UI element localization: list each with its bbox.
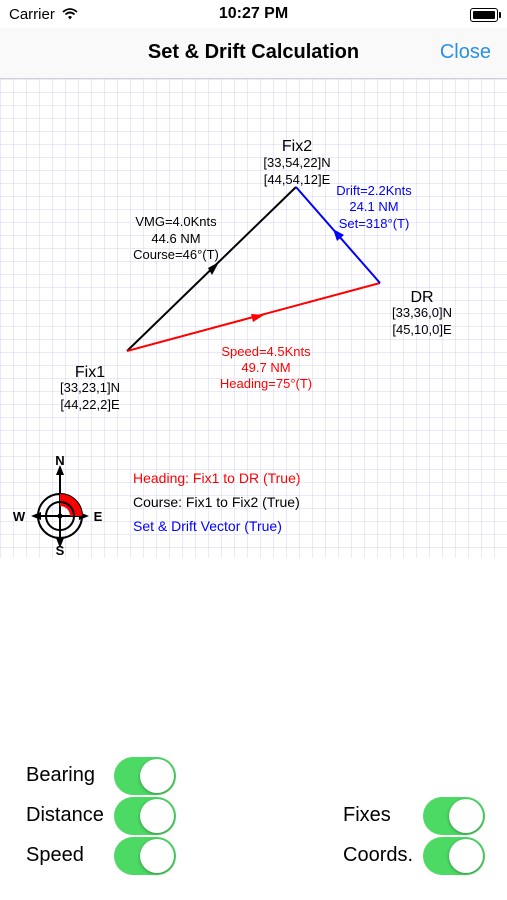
distance-label: Distance (26, 804, 104, 826)
fix2-lon: [44,54,12]E (264, 172, 331, 187)
course-vmg-label: VMG=4.0Knts (135, 214, 217, 229)
close-button[interactable]: Close (439, 41, 491, 63)
heading-speed-label: Speed=4.5Knts (221, 344, 311, 359)
course-vector-arrowhead (208, 262, 219, 275)
carrier-label: Carrier (9, 6, 55, 23)
legend-course: Course: Fix1 to Fix2 (True) (133, 494, 300, 510)
drift-distance-label: 24.1 NM (349, 199, 398, 214)
compass-west-label: W (13, 509, 26, 524)
distance-toggle-row: Distance (0, 797, 250, 837)
fix2-lat: [33,54,22]N (263, 155, 330, 170)
dr-lon: [45,10,0]E (392, 322, 452, 337)
coords-switch[interactable] (423, 837, 485, 875)
course-distance-label: 44.6 NM (151, 231, 200, 246)
compass-east-label: E (94, 509, 103, 524)
drift-speed-label: Drift=2.2Knts (336, 183, 412, 198)
compass-rose-icon (31, 465, 89, 548)
dr-lat: [33,36,0]N (392, 305, 452, 320)
bearing-toggle-row: Bearing (0, 757, 250, 797)
distance-switch[interactable] (114, 797, 176, 835)
status-bar: Carrier 10:27 PM (0, 0, 507, 28)
heading-distance-label: 49.7 NM (241, 360, 290, 375)
speed-switch[interactable] (114, 837, 176, 875)
set-drift-diagram: Fix2 [33,54,22]N [44,54,12]E VMG=4.0Knts… (0, 79, 507, 558)
speed-label: Speed (26, 844, 84, 866)
fix2-name: Fix2 (282, 138, 312, 155)
fix1-name: Fix1 (75, 364, 105, 381)
compass-north-label: N (55, 453, 64, 468)
coords-toggle-row: Coords. (250, 837, 507, 877)
course-angle-label: Course=46°(T) (133, 247, 219, 262)
heading-vector-arrowhead (251, 314, 264, 322)
fix1-lon: [44,22,2]E (60, 397, 120, 412)
bearing-label: Bearing (26, 764, 95, 786)
drift-vector-arrowhead (333, 229, 344, 241)
page-title: Set & Drift Calculation (147, 41, 360, 63)
fix1-lat: [33,23,1]N (60, 380, 120, 395)
fixes-toggle-row: Fixes (250, 797, 507, 837)
clock: 10:27 PM (218, 5, 289, 22)
compass-south-label: S (56, 543, 65, 558)
speed-toggle-row: Speed (0, 837, 250, 877)
coords-label: Coords. (343, 844, 414, 866)
legend-heading: Heading: Fix1 to DR (True) (133, 470, 301, 486)
drift-set-label: Set=318°(T) (339, 216, 410, 231)
legend-set-drift: Set & Drift Vector (True) (133, 518, 282, 534)
navigation-bar: Set & Drift Calculation Close (0, 28, 507, 79)
fixes-label: Fixes (343, 804, 391, 826)
bearing-switch[interactable] (114, 757, 176, 795)
dr-name: DR (410, 289, 433, 306)
battery-icon (470, 8, 501, 22)
heading-angle-label: Heading=75°(T) (220, 376, 312, 391)
wifi-icon (62, 7, 78, 25)
fixes-switch[interactable] (423, 797, 485, 835)
